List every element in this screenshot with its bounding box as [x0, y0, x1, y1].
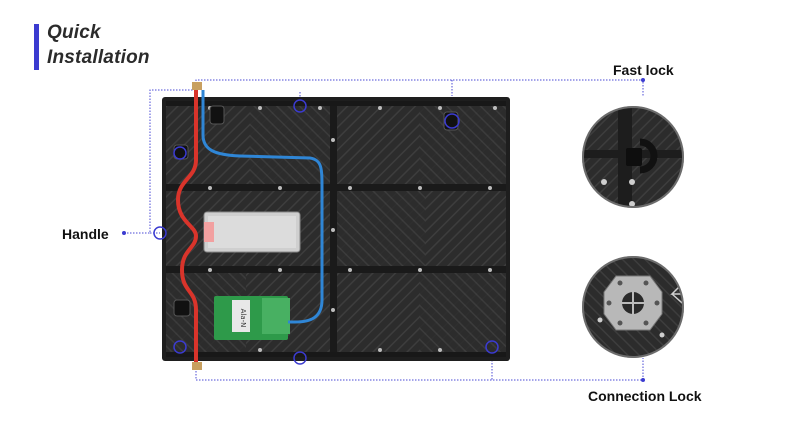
fast-lock-label: Fast lock — [613, 62, 674, 78]
red-power-cable — [175, 88, 199, 368]
receiving-card: Ala-N — [214, 296, 290, 340]
page-title: Quick Installation — [47, 20, 150, 70]
blue-data-cable — [201, 90, 324, 324]
connection-lock-detail — [582, 256, 684, 358]
board-label: Ala-N — [239, 309, 247, 328]
title-line-2: Installation — [47, 47, 150, 68]
callout-lines — [124, 79, 644, 381]
title-accent-bar — [34, 24, 39, 70]
dot-marker-icon — [122, 78, 645, 382]
circle-callout-icon — [153, 99, 499, 365]
handle-label: Handle — [62, 226, 109, 242]
fast-lock-detail — [582, 106, 684, 208]
power-supply — [203, 211, 301, 253]
connection-lock-label: Connection Lock — [588, 388, 702, 404]
title-line-1: Quick — [47, 22, 101, 43]
